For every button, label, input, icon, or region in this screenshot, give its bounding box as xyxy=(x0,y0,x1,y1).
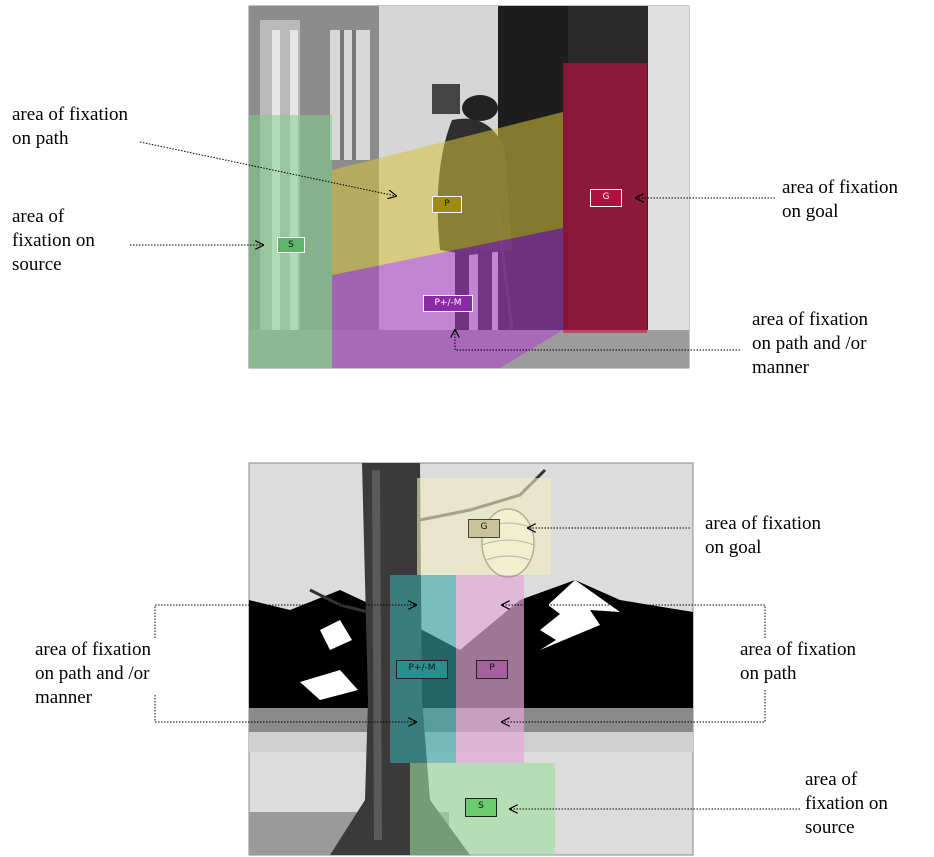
top-tag-path: P xyxy=(432,196,462,213)
bottom-label-path-manner: area of fixation on path and /or manner xyxy=(35,639,152,708)
top-label-goal: area of fixation on goal xyxy=(782,177,899,222)
top-tag-goal: G xyxy=(590,189,622,207)
top-area-path xyxy=(332,112,563,275)
bottom-arrows xyxy=(154,528,800,809)
top-tag-source: S xyxy=(277,237,305,253)
bottom-arrow-path-manner-lower xyxy=(154,695,416,722)
top-label-source: area of fixation on source xyxy=(12,206,95,275)
bottom-label-source: area of fixation on source xyxy=(805,769,888,838)
bottom-tag-source: S xyxy=(465,798,497,817)
top-arrow-path-manner xyxy=(455,330,740,351)
bottom-arrow-path-manner-upper xyxy=(154,605,416,638)
bottom-tag-path: P xyxy=(476,660,508,679)
top-tag-path-manner: P+/-M xyxy=(423,295,473,312)
top-label-path: area of fixation on path xyxy=(12,104,129,149)
bottom-tag-goal: G xyxy=(468,519,500,538)
bottom-arrow-path-lower xyxy=(502,690,766,722)
bottom-label-path: area of fixation on path xyxy=(740,639,857,684)
bottom-label-goal: area of fixation on goal xyxy=(705,513,822,558)
top-label-path-manner: area of fixation on path and /or manner xyxy=(752,309,869,378)
bottom-tag-path-manner: P+/-M xyxy=(396,660,448,679)
top-arrows xyxy=(130,141,775,351)
bottom-arrow-path-upper xyxy=(502,605,766,638)
